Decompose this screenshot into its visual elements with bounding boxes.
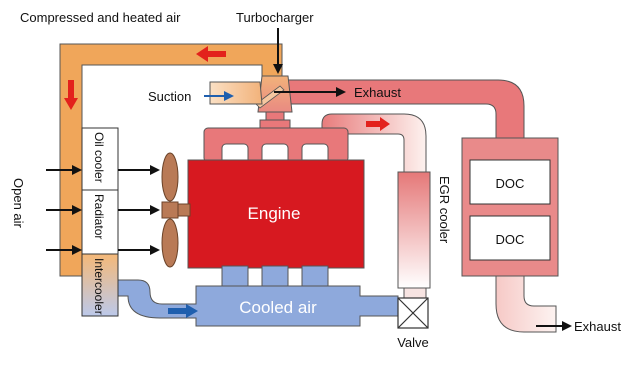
engine-block <box>187 127 365 269</box>
valve-label: Valve <box>397 335 429 350</box>
egr-flow-arrow <box>366 117 390 131</box>
intercooler-label: Intercooler <box>92 258 106 315</box>
compressed-air-label: Compressed and heated air <box>20 10 181 25</box>
oil-cooler-label: Oil cooler <box>92 132 106 183</box>
suction-inlet <box>209 81 263 105</box>
cooled-air-flow-arrow <box>168 304 198 318</box>
exhaust-top-arrowhead <box>336 87 346 97</box>
doc-box-upper <box>469 159 551 205</box>
turbocharger-label: Turbocharger <box>236 10 314 25</box>
cooler-stack <box>81 127 119 317</box>
open-air-label: Open air <box>11 178 26 229</box>
doc-upper-label: DOC <box>496 176 525 191</box>
fan-icon <box>161 152 191 268</box>
cooled-air-label: Cooled air <box>239 298 317 317</box>
open-air-arrows <box>46 165 82 255</box>
egr-cooler <box>397 171 431 289</box>
exhaust-top-label: Exhaust <box>354 85 401 100</box>
radiator-label: Radiator <box>92 194 106 239</box>
exhaust-out-label: Exhaust <box>574 319 621 334</box>
compressed-air-arrow-left <box>196 46 226 62</box>
valve <box>397 297 429 329</box>
engine-label: Engine <box>248 204 301 223</box>
cooler-to-fan-arrows <box>118 165 160 255</box>
egr-pipe <box>321 113 427 173</box>
egr-cooler-label: EGR cooler <box>437 176 452 244</box>
doc-outlet-pipe <box>495 275 557 333</box>
suction-arrowhead <box>224 91 234 101</box>
cooled-air-manifold <box>109 265 399 327</box>
doc-box-lower <box>469 215 551 261</box>
compressed-air-arrow-down <box>64 80 78 110</box>
exhaust-out-arrowhead <box>562 321 572 331</box>
doc-lower-label: DOC <box>496 232 525 247</box>
turbocharger-arrowhead <box>273 64 283 74</box>
suction-label: Suction <box>148 89 191 104</box>
